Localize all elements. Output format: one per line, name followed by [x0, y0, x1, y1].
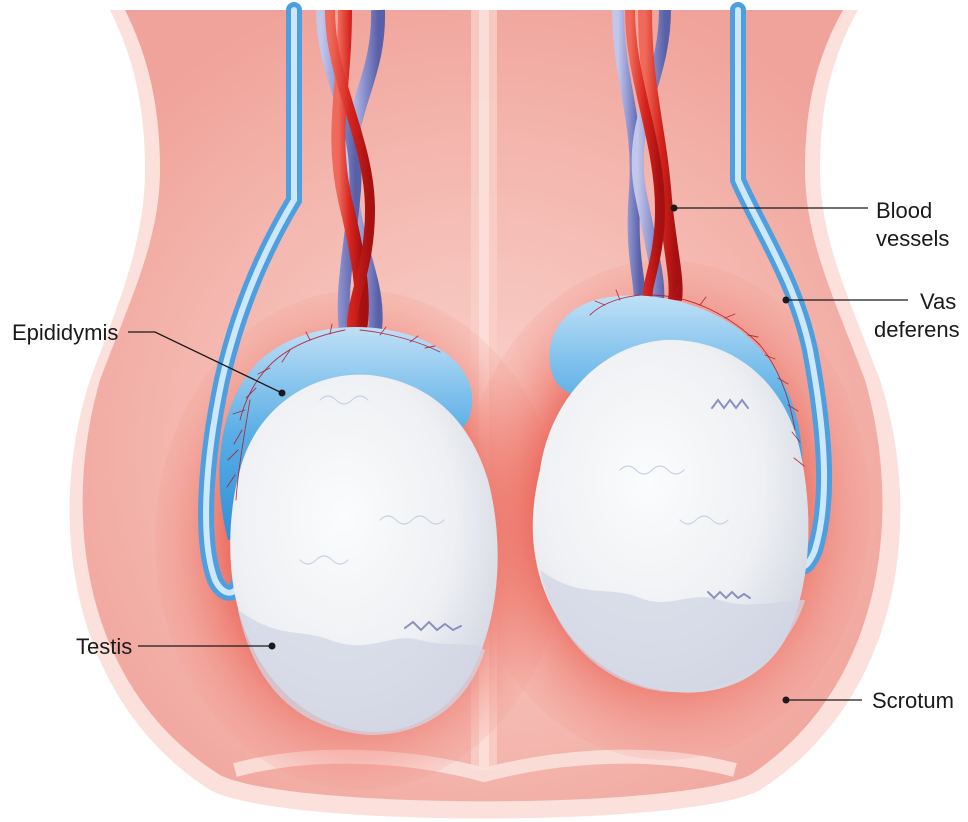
vas-deferens-pointer — [783, 297, 790, 304]
scrotum-pointer — [783, 697, 790, 704]
testis-label: Testis — [76, 634, 132, 659]
scrotum-label: Scrotum — [872, 688, 954, 713]
testis-pointer — [269, 643, 276, 650]
epididymis-pointer — [279, 390, 286, 397]
epididymis-label: Epididymis — [12, 320, 118, 345]
blood-vessels-label-line2: vessels — [876, 226, 949, 251]
vas-deferens-label-line2: deferens — [874, 317, 960, 342]
blood-vessels-label-line1: Blood — [876, 198, 932, 223]
vas-deferens-label-line1: Vas — [920, 289, 956, 314]
blood-vessels-pointer — [671, 205, 678, 212]
